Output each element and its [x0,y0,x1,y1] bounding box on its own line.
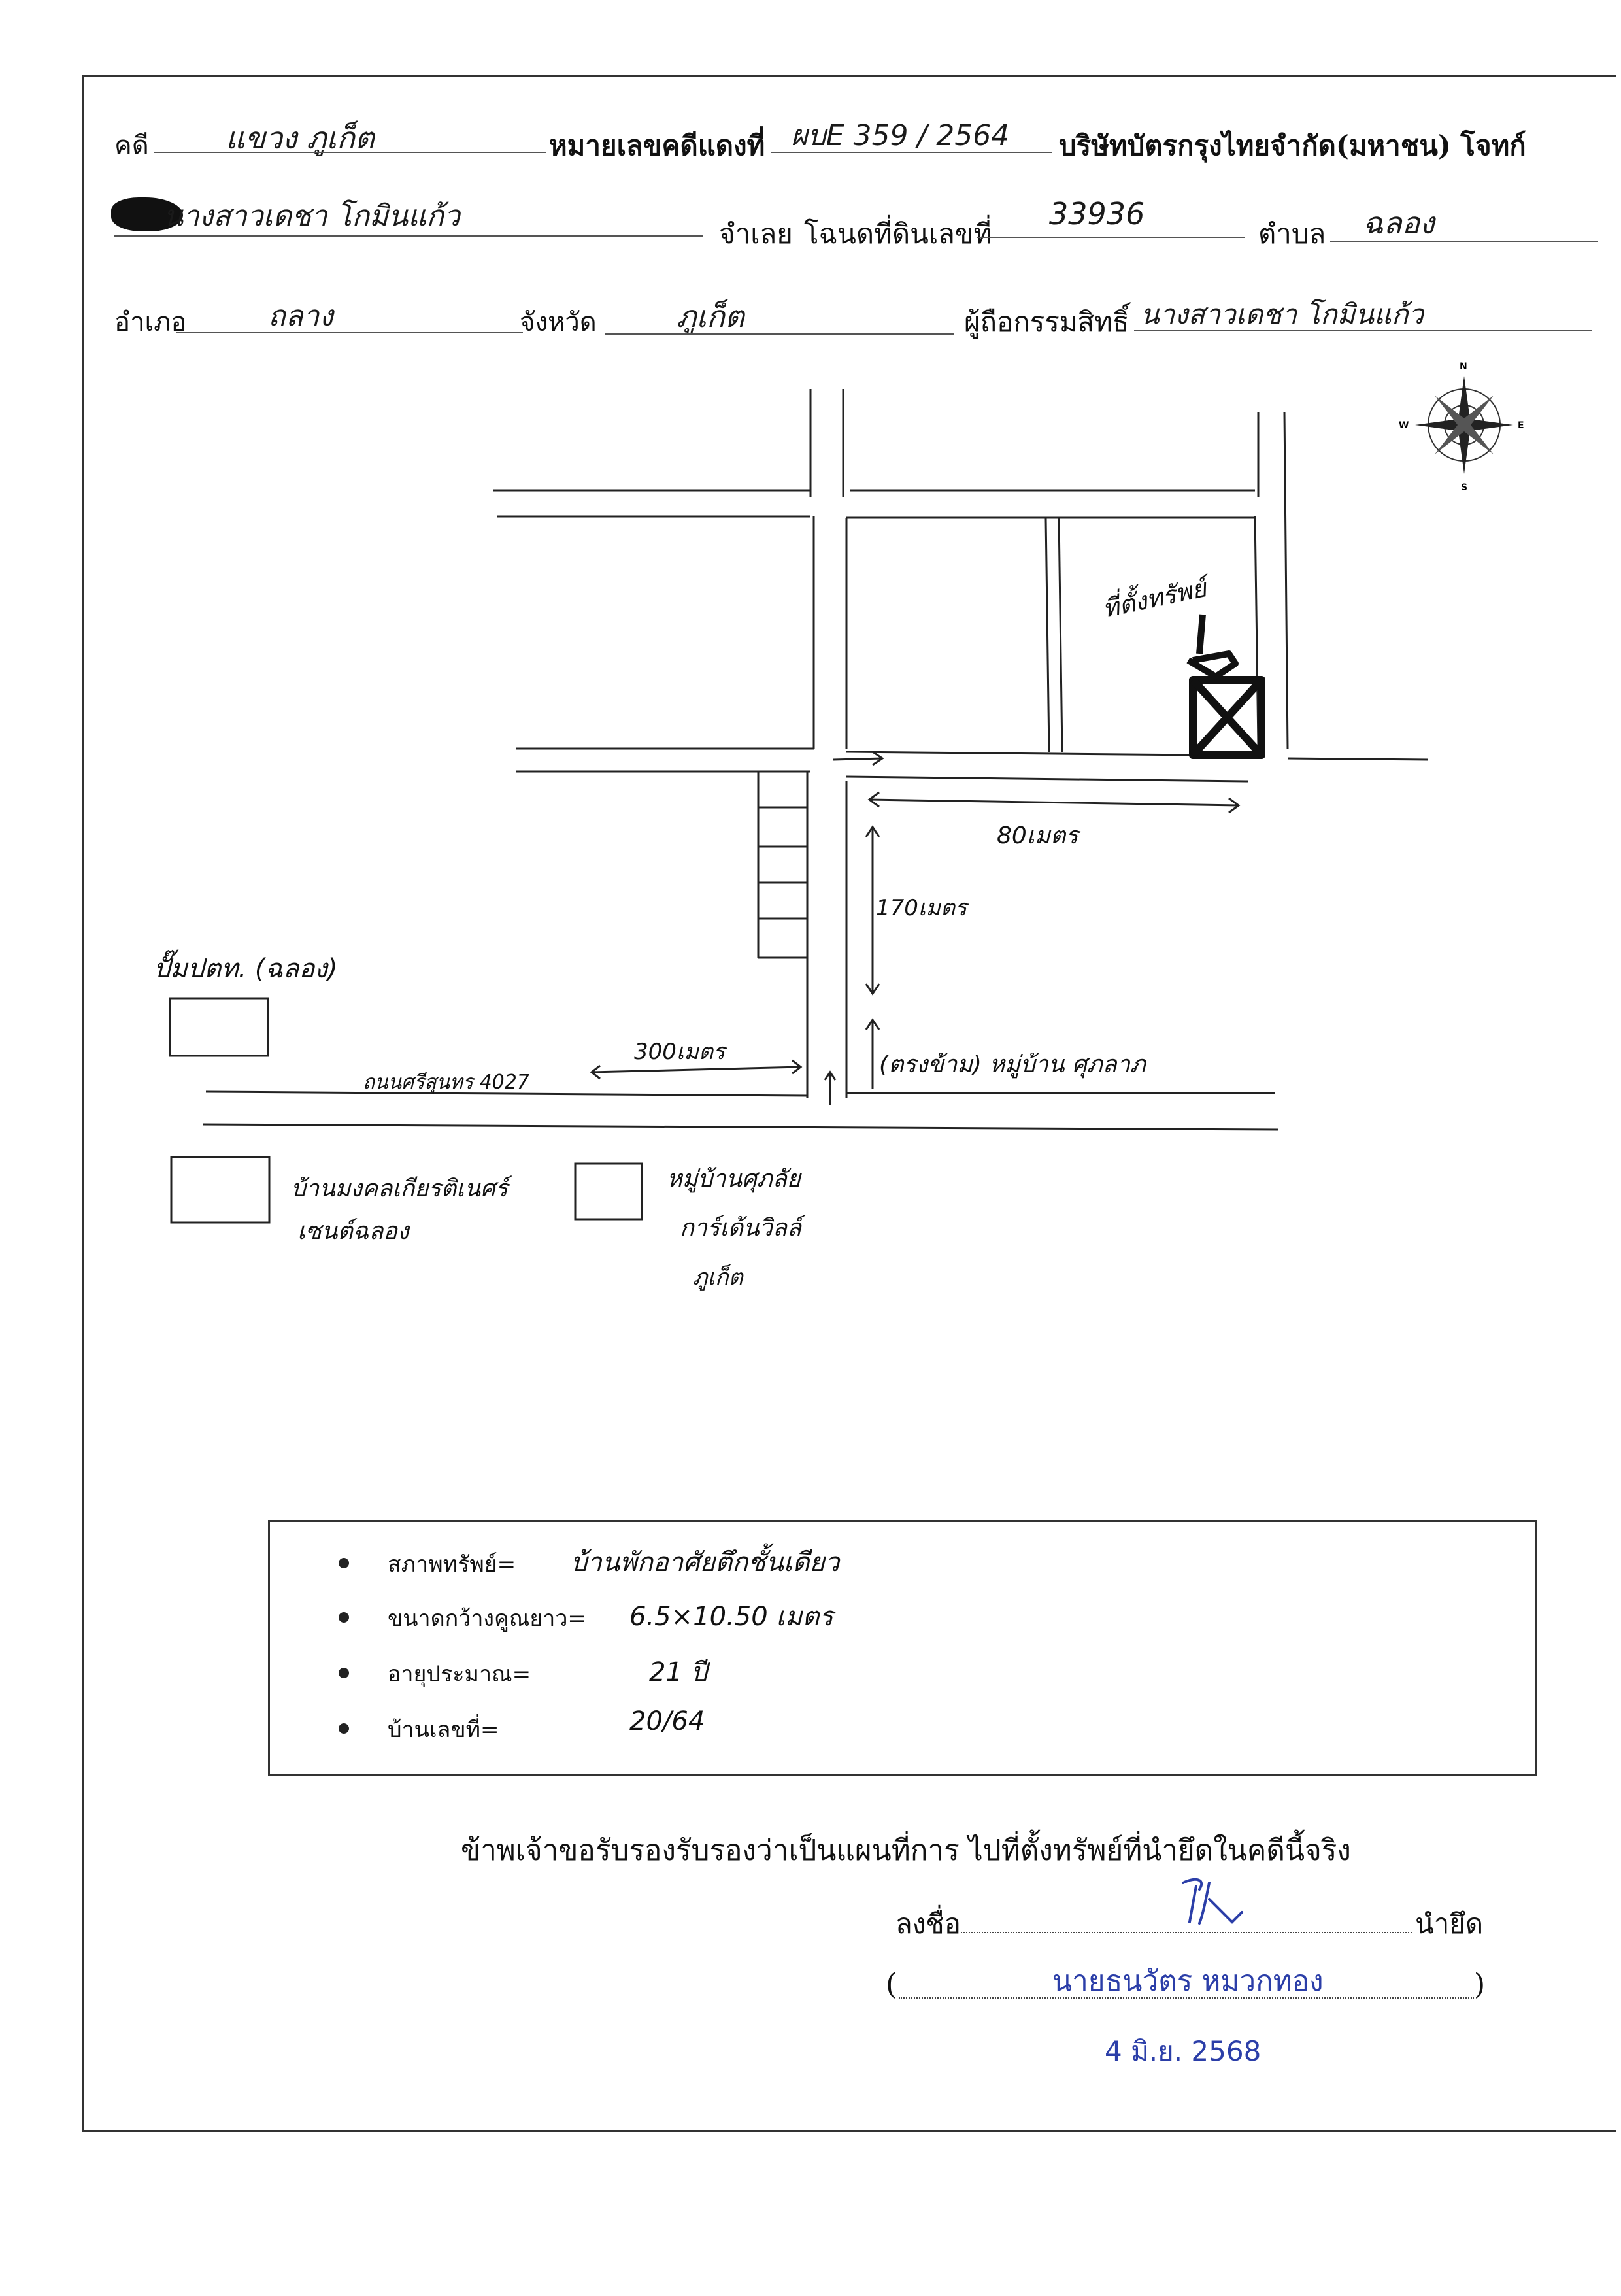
compass-w: W [1399,420,1409,431]
district-underline [176,332,523,333]
compass-n: N [1460,362,1467,372]
close-paren: ) [1474,1968,1486,2001]
page-frame [82,75,1616,2132]
distance-arrows [590,751,1241,1105]
compass-rose: N S E W [1399,362,1524,493]
owner-value: นางสาวเดชา โกมินแก้ว [1141,298,1424,330]
landmark-boxes [169,997,643,1224]
name-line [899,1997,1474,1999]
school-label-line2: เซนต์ฉลอง [297,1218,410,1245]
village-label-line1: หมู่บ้านศุภลัย [667,1166,803,1193]
province-label: จังหวัด [520,307,597,337]
owner-label: ผู้ถือกรรมสิทธิ์ [964,306,1129,338]
case-value: แขวง ภูเก็ต [226,120,375,156]
plaintiff-text: บริษัทบัตรกรุงไทยจำกัด(มหาชน) โจทก์ [1059,129,1526,161]
road-label: ถนนศรีสุนทร 4027 [363,1071,529,1094]
deed-underline [977,237,1245,238]
size-label: ขนาดกว้างคูณยาว= [388,1606,586,1632]
property-label: ที่ตั้งทรัพย์ [1099,569,1214,624]
compass-s: S [1461,482,1467,493]
distance-300m: 300เมตร [634,1039,727,1065]
deed-value: 33936 [1049,196,1145,231]
red-case-underline [771,152,1052,153]
road-lines [202,389,1429,1131]
size-value: 6.5×10.50 เมตร [629,1602,833,1632]
defendant-label: จำเลย [719,218,793,250]
district-label: อำเภอ [114,307,187,337]
house-number-value: 20/64 [629,1706,705,1736]
subdistrict-value: ฉลอง [1363,205,1435,241]
province-underline [605,333,954,335]
opposite-village-label: (ตรงข้าม) หมู่บ้าน ศุภลาภ [879,1051,1147,1079]
sign-label: ลงชื่อ [895,1908,961,1940]
case-label: คดี [114,131,149,161]
signature-line [961,1932,1412,1933]
certification-statement: ข้าพเจ้าขอรับรองรับรองว่าเป็นแผนที่การ ไ… [461,1834,1351,1867]
condition-label: สภาพทรัพย์= [388,1551,516,1578]
gas-station-label: ปั๊มปตท. (ฉลอง) [154,949,337,984]
deed-label: โฉนดที่ดินเลขที่ [804,218,992,250]
bullet [339,1668,349,1678]
school-label-line1: บ้านมงคลเกียรติเนศร์ [291,1175,512,1202]
age-value: 21 ปี [649,1657,708,1687]
open-paren: ( [886,1968,897,2001]
signer-name-stamp: นายธนวัตร หมวกทอง [1052,1965,1324,1998]
district-value: ถลาง [268,299,333,333]
subdistrict-underline [1330,241,1598,242]
red-case-value: ผบE 359 / 2564 [791,119,1010,152]
bullet [339,1558,349,1568]
owner-underline [1134,330,1592,331]
village-label-line3: ภูเก็ต [693,1264,744,1291]
bullet [339,1612,349,1623]
signature-mark [1182,1878,1243,1925]
subdistrict-label: ตำบล [1258,218,1326,250]
house-number-label: บ้านเลขที่= [388,1717,499,1743]
province-value: ภูเก็ต [677,299,744,334]
case-underline [154,152,546,153]
distance-170m: 170เมตร [876,895,969,921]
defendant-value: นางสาวเดชา โกมินแก้ว [163,199,460,233]
defendant-underline [114,235,703,237]
red-case-label: หมายเลขคดีแดงที่ [549,129,765,161]
condition-value: บ้านพักอาศัยตึกชั้นเดียว [571,1547,840,1578]
distance-80m: 80เมตร [997,822,1081,849]
village-label-line2: การ์เด้นวิลล์ [680,1215,806,1241]
age-label: อายุประมาณ= [388,1661,531,1687]
redaction-mark [111,197,183,231]
property-marker [1186,614,1265,759]
sign-role-label: นำยึด [1415,1908,1484,1940]
property-info-box: สภาพทรัพย์= บ้านพักอาศัยตึกชั้นเดียว ขนา… [268,1520,1537,1776]
date-stamp: 4 มิ.ย. 2568 [1105,2035,1262,2067]
compass-e: E [1518,420,1524,431]
bullet [339,1723,349,1734]
